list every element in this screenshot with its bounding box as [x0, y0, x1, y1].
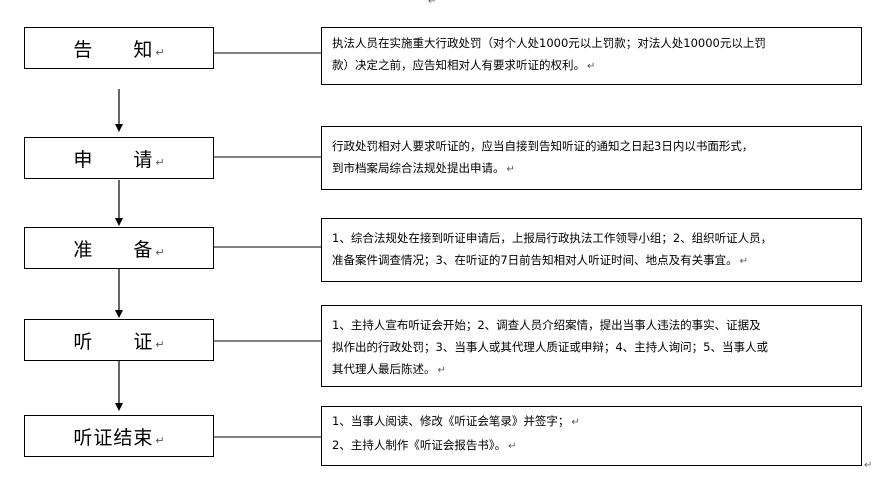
- paragraph-mark-icon: ↵: [155, 245, 165, 259]
- step-label: 准 备: [73, 238, 154, 261]
- desc-line-text: 到市档案局综合法规处提出申请。: [332, 161, 505, 175]
- paragraph-mark-icon: ↵: [155, 433, 165, 447]
- desc-line: 1、当事人阅读、修改《听证会笔录》并签字；↵: [332, 410, 851, 434]
- step-box-apply: 申 请 ↵: [24, 137, 214, 179]
- step-desc-apply: 行政处罚相对人要求听证的，应当自接到告知听证的通知之日起3日内以书面形式， 到市…: [321, 126, 862, 190]
- step-label: 申 请: [73, 148, 154, 171]
- desc-line-text: 1、当事人阅读、修改《听证会笔录》并签字；: [332, 414, 570, 428]
- step-box-notify: 告 知 ↵: [24, 27, 214, 69]
- paragraph-mark-icon: ↵: [155, 45, 165, 59]
- paragraph-mark-icon: ↵: [864, 460, 873, 471]
- paragraph-mark-icon: ↵: [428, 0, 437, 7]
- desc-line-text: 2、主持人制作《听证会报告书》。: [332, 438, 507, 452]
- paragraph-mark-icon: ↵: [571, 417, 580, 428]
- desc-line: 2、主持人制作《听证会报告书》。↵: [332, 434, 851, 458]
- desc-line: 行政处罚相对人要求听证的，应当自接到告知听证的通知之日起3日内以书面形式，: [332, 139, 754, 153]
- paragraph-mark-icon: ↵: [155, 337, 165, 351]
- step-label: 听证结束: [73, 426, 154, 449]
- desc-line-text: 准备案件调查情况；3、在听证的7日前告知相对人听证时间、地点及有关事宜。: [332, 253, 738, 267]
- desc-line: 准备案件调查情况；3、在听证的7日前告知相对人听证时间、地点及有关事宜。↵: [332, 249, 851, 273]
- desc-line: 执法人员在实施重大行政处罚（对个人处1000元以上罚款；对法人处10000元以上…: [332, 36, 766, 50]
- step-box-prepare: 准 备 ↵: [24, 227, 214, 269]
- desc-line: 1、综合法规处在接到听证申请后，上报局行政执法工作领导小组；2、组织听证人员，: [332, 231, 773, 245]
- desc-line: 1、主持人宣布听证会开始；2、调查人员介绍案情，提出当事人违法的事实、证据及: [332, 318, 761, 332]
- step-label: 听 证: [73, 330, 154, 353]
- desc-line: 到市档案局综合法规处提出申请。↵: [332, 157, 851, 181]
- step-label: 告 知: [73, 38, 154, 61]
- step-box-hearing-end: 听证结束 ↵: [24, 415, 214, 457]
- step-box-hearing: 听 证 ↵: [24, 319, 214, 361]
- step-desc-notify: 执法人员在实施重大行政处罚（对个人处1000元以上罚款；对法人处10000元以上…: [321, 27, 862, 85]
- desc-line-text: 款）决定之前，应告知相对人有要求听证的权利。: [332, 58, 585, 72]
- desc-line-text: 其代理人最后陈述。: [332, 362, 436, 376]
- paragraph-mark-icon: ↵: [155, 155, 165, 169]
- paragraph-mark-icon: ↵: [587, 61, 596, 72]
- step-desc-hearing: 1、主持人宣布听证会开始；2、调查人员介绍案情，提出当事人违法的事实、证据及 拟…: [321, 305, 862, 387]
- desc-line: 其代理人最后陈述。↵: [332, 358, 851, 382]
- paragraph-mark-icon: ↵: [437, 365, 446, 376]
- desc-line: 拟作出的行政处罚；3、当事人或其代理人质证或申辩；4、主持人询问；5、当事人或: [332, 340, 768, 354]
- paragraph-mark-icon: ↵: [508, 441, 517, 452]
- step-desc-prepare: 1、综合法规处在接到听证申请后，上报局行政执法工作领导小组；2、组织听证人员， …: [321, 218, 862, 282]
- step-desc-hearing-end: 1、当事人阅读、修改《听证会笔录》并签字；↵ 2、主持人制作《听证会报告书》。↵: [321, 406, 862, 466]
- desc-line: 款）决定之前，应告知相对人有要求听证的权利。↵: [332, 54, 851, 78]
- paragraph-mark-icon: ↵: [506, 164, 515, 175]
- paragraph-mark-icon: ↵: [739, 256, 749, 267]
